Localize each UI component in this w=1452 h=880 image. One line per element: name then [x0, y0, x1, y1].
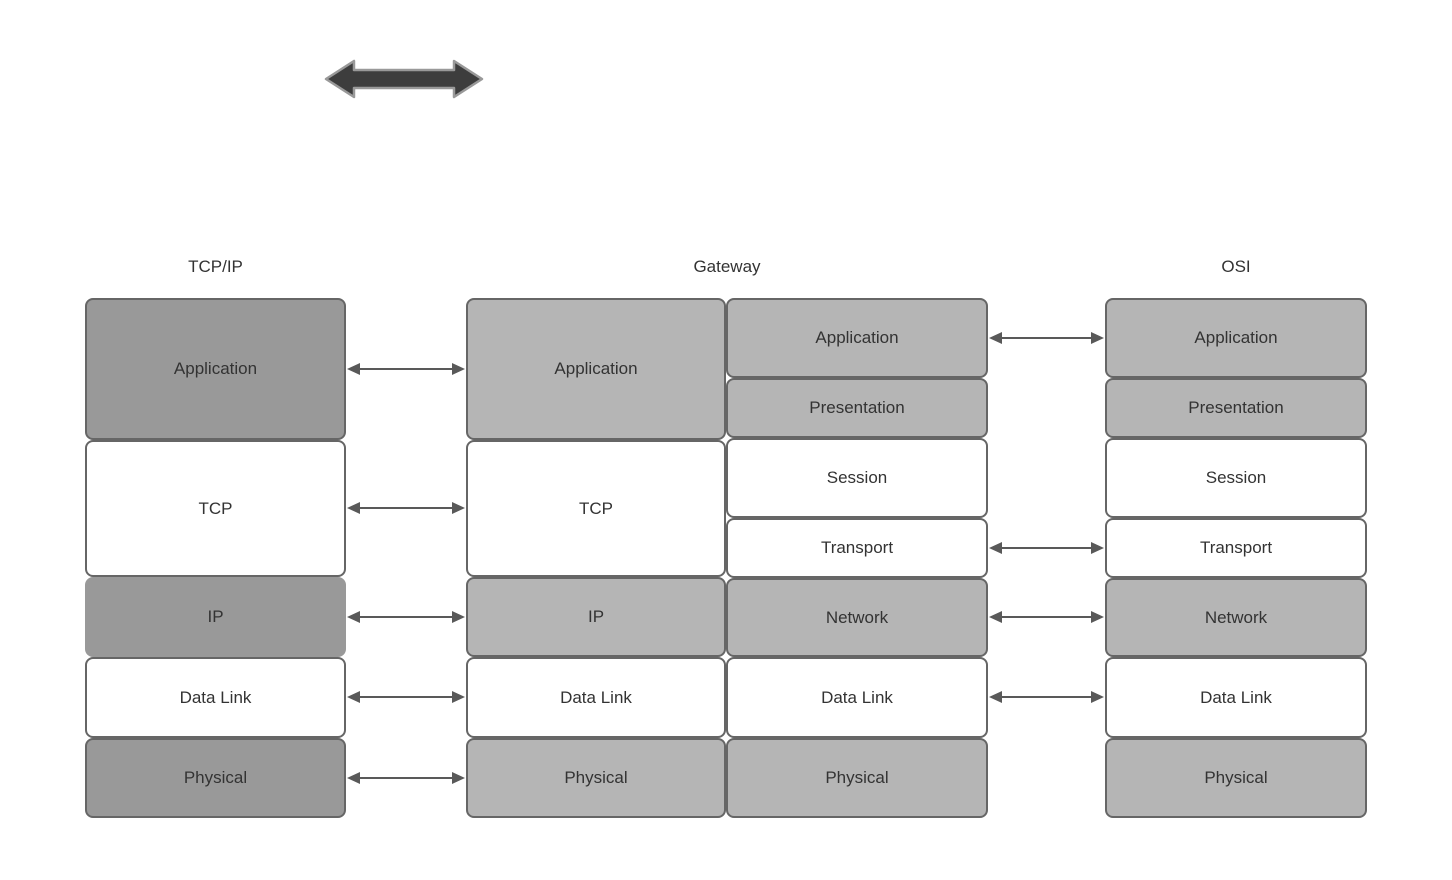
gateway-left-layer-tcp: TCP — [466, 440, 726, 577]
tcpip-stack-title: TCP/IP — [188, 257, 243, 276]
osi-layer-session: Session — [1105, 438, 1367, 518]
osi-layer-data-link: Data Link — [1105, 657, 1367, 738]
gateway-right-layer-transport: Transport — [726, 518, 988, 578]
tcpip-layer-tcp: TCP — [85, 440, 346, 577]
gateway-stack-title: Gateway — [693, 257, 761, 276]
connector-tcpip-gateway-tcp-icon — [347, 502, 465, 514]
osi-layer-presentation: Presentation — [1105, 378, 1367, 438]
gateway-right-layer-session: Session — [726, 438, 988, 518]
connector-tcpip-gateway-application-icon — [347, 363, 465, 375]
gateway-left-layer-ip: IP — [466, 577, 726, 657]
connector-tcpip-gateway-physical-icon — [347, 772, 465, 784]
gateway-left-layer-physical: Physical — [466, 738, 726, 818]
tcpip-layer-physical: Physical — [85, 738, 346, 818]
osi-layer-application: Application — [1105, 298, 1367, 378]
connector-gateway-osi-data-link-icon — [989, 691, 1104, 703]
tcpip-layer-application: Application — [85, 298, 346, 440]
connector-tcpip-gateway-ip-icon — [347, 611, 465, 623]
osi-layer-network: Network — [1105, 578, 1367, 657]
gateway-left-layer-application: Application — [466, 298, 726, 440]
connector-tcpip-gateway-data-link-icon — [347, 691, 465, 703]
gateway-left-layer-data-link: Data Link — [466, 657, 726, 738]
gateway-right-layer-network: Network — [726, 578, 988, 657]
connector-gateway-osi-transport-icon — [989, 542, 1104, 554]
gateway-right-layer-presentation: Presentation — [726, 378, 988, 438]
gateway-right-layer-physical: Physical — [726, 738, 988, 818]
gateway-right-layer-data-link: Data Link — [726, 657, 988, 738]
connector-gateway-osi-network-icon — [989, 611, 1104, 623]
tcpip-layer-ip: IP — [85, 577, 346, 657]
osi-layer-transport: Transport — [1105, 518, 1367, 578]
tcpip-layer-data-link: Data Link — [85, 657, 346, 738]
gateway-right-layer-application: Application — [726, 298, 988, 378]
bidirectional-arrow-icon — [324, 59, 484, 99]
connector-gateway-osi-application-icon — [989, 332, 1104, 344]
osi-stack-title: OSI — [1221, 257, 1251, 276]
osi-layer-physical: Physical — [1105, 738, 1367, 818]
